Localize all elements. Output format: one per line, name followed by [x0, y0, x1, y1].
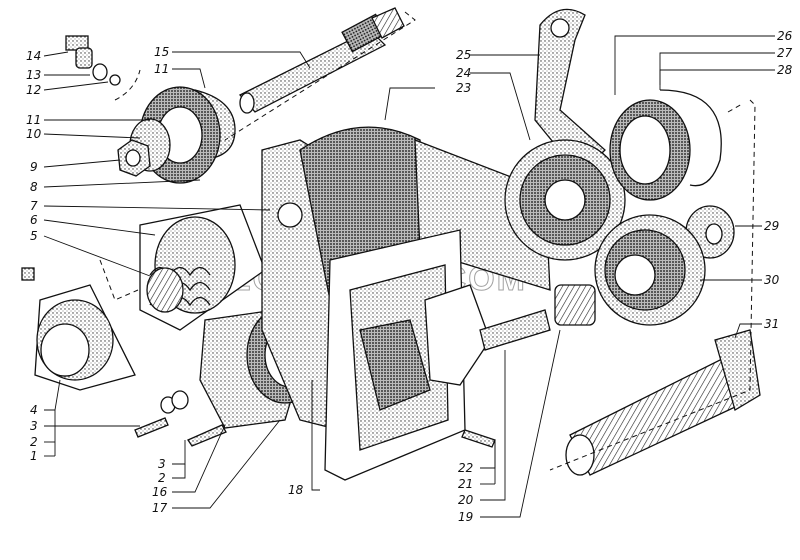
- callout-7: 7: [30, 199, 38, 213]
- callout-30: 30: [764, 273, 780, 287]
- bearing-assembly-part: [609, 89, 722, 201]
- callout-23: 23: [456, 81, 471, 95]
- drive-gear-part: [504, 139, 626, 261]
- callout-3-left: 3: [30, 419, 38, 433]
- bolt-washer-parts: [134, 390, 496, 448]
- callout-10: 10: [26, 127, 42, 141]
- callout-22: 22: [458, 461, 473, 475]
- spring-cover-plate-part: [139, 204, 266, 331]
- seal-flange-part: [117, 86, 236, 184]
- output-gear-part: [594, 214, 706, 326]
- end-cap-part: [21, 267, 136, 391]
- callout-24: 24: [456, 66, 471, 80]
- assembly-dashed-lines: [99, 11, 756, 471]
- callout-31: 31: [764, 317, 779, 331]
- callout-4: 4: [30, 403, 38, 417]
- callout-3-mid: 3: [158, 457, 166, 471]
- splined-shaft-part: [238, 7, 405, 114]
- leader-lines: [43, 35, 775, 518]
- callout-25: 25: [456, 48, 471, 62]
- callout-1: 1: [30, 449, 38, 463]
- callout-11-upper: 11: [154, 62, 169, 76]
- spring-part: [146, 266, 211, 313]
- callout-11-lower: 11: [26, 113, 41, 127]
- callout-20: 20: [458, 493, 474, 507]
- callout-9: 9: [30, 160, 38, 174]
- callout-29: 29: [764, 219, 779, 233]
- callout-5: 5: [30, 229, 38, 243]
- callout-2-mid: 2: [158, 471, 166, 485]
- main-housing-part: [261, 126, 551, 481]
- callout-labels: 14 13 12 11 11 10 9 8 7 6 5 4 3 2 1 3 2 …: [26, 29, 793, 524]
- callout-8: 8: [30, 180, 38, 194]
- callout-21: 21: [458, 477, 473, 491]
- callout-19: 19: [458, 510, 473, 524]
- callout-15: 15: [154, 45, 169, 59]
- callout-17: 17: [152, 501, 168, 515]
- callout-18: 18: [288, 483, 304, 497]
- callout-14: 14: [26, 49, 41, 63]
- fitting-screw-part: [65, 35, 121, 86]
- output-shaft-part: [565, 329, 761, 476]
- callout-16: 16: [152, 485, 168, 499]
- callout-26: 26: [777, 29, 793, 43]
- shift-fork-part: [424, 284, 596, 386]
- callout-27: 27: [777, 46, 793, 60]
- callout-6: 6: [30, 213, 38, 227]
- callout-13: 13: [26, 68, 41, 82]
- callout-28: 28: [777, 63, 793, 77]
- callout-2-left: 2: [30, 435, 38, 449]
- callout-12: 12: [26, 83, 41, 97]
